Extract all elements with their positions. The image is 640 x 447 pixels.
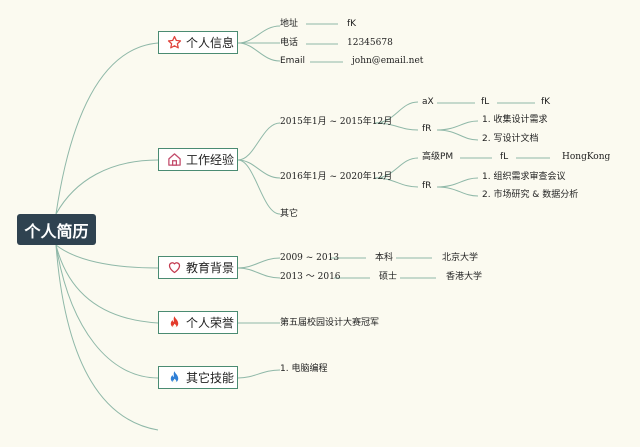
edu-1-degree: 本科 bbox=[375, 253, 394, 263]
edu-1-school: 北京大学 bbox=[442, 253, 479, 263]
work-period-1-date: 2015年1月 ~ 2015年12月 bbox=[280, 117, 393, 127]
work-period-2-company: fL bbox=[500, 152, 509, 162]
work-period-2-item-1: 1. 组织需求审查会议 bbox=[482, 172, 566, 182]
work-period-1-item-2: 2. 写设计文档 bbox=[482, 134, 539, 144]
work-period-1-duties: fR bbox=[422, 124, 432, 134]
honor-item: 第五届校园设计大赛冠军 bbox=[280, 318, 380, 328]
work-period-1-company: fL bbox=[481, 97, 490, 107]
node-label: 其它技能 bbox=[186, 371, 235, 385]
edu-2-date: 2013 ～ 2016 bbox=[280, 272, 341, 282]
edu-2-degree: 硕士 bbox=[379, 272, 398, 282]
node-work-experience[interactable]: 工作经验 bbox=[158, 148, 238, 171]
info-value-phone: 12345678 bbox=[347, 38, 393, 48]
node-label: 工作经验 bbox=[186, 153, 235, 167]
work-other: 其它 bbox=[280, 209, 299, 219]
work-period-2-date: 2016年1月 ~ 2020年12月 bbox=[280, 172, 393, 182]
fire-icon bbox=[167, 315, 182, 330]
work-period-2-duties: fR bbox=[422, 181, 432, 191]
star-icon bbox=[167, 35, 182, 50]
work-period-1-location: fK bbox=[541, 97, 551, 107]
drop-flame-icon bbox=[167, 370, 182, 385]
info-value-email: john@email.net bbox=[352, 56, 424, 66]
node-education[interactable]: 教育背景 bbox=[158, 256, 238, 279]
heart-icon bbox=[167, 260, 182, 275]
info-key-address: 地址 bbox=[280, 19, 299, 29]
node-personal-info[interactable]: 个人信息 bbox=[158, 31, 238, 54]
work-period-2-title: 高级PM bbox=[422, 152, 454, 162]
edu-2-school: 香港大学 bbox=[446, 272, 483, 282]
house-icon bbox=[167, 152, 182, 167]
node-label: 教育背景 bbox=[186, 261, 235, 275]
info-value-address: fK bbox=[347, 19, 357, 29]
root-node[interactable]: 个人简历 bbox=[17, 214, 96, 245]
work-period-2-item-2: 2. 市场研究 & 数据分析 bbox=[482, 190, 579, 200]
work-period-2-location: HongKong bbox=[562, 152, 611, 162]
node-skills[interactable]: 其它技能 bbox=[158, 366, 238, 389]
edu-1-date: 2009 ~ 2013 bbox=[280, 253, 340, 263]
work-period-1-item-1: 1. 收集设计需求 bbox=[482, 115, 548, 125]
node-honors[interactable]: 个人荣誉 bbox=[158, 311, 238, 334]
node-label: 个人信息 bbox=[186, 36, 235, 50]
skill-item: 1. 电脑编程 bbox=[280, 364, 328, 374]
node-label: 个人荣誉 bbox=[186, 316, 235, 330]
info-key-email: Email bbox=[280, 56, 305, 66]
work-period-1-title: aX bbox=[422, 97, 434, 107]
info-key-phone: 电话 bbox=[280, 38, 299, 48]
